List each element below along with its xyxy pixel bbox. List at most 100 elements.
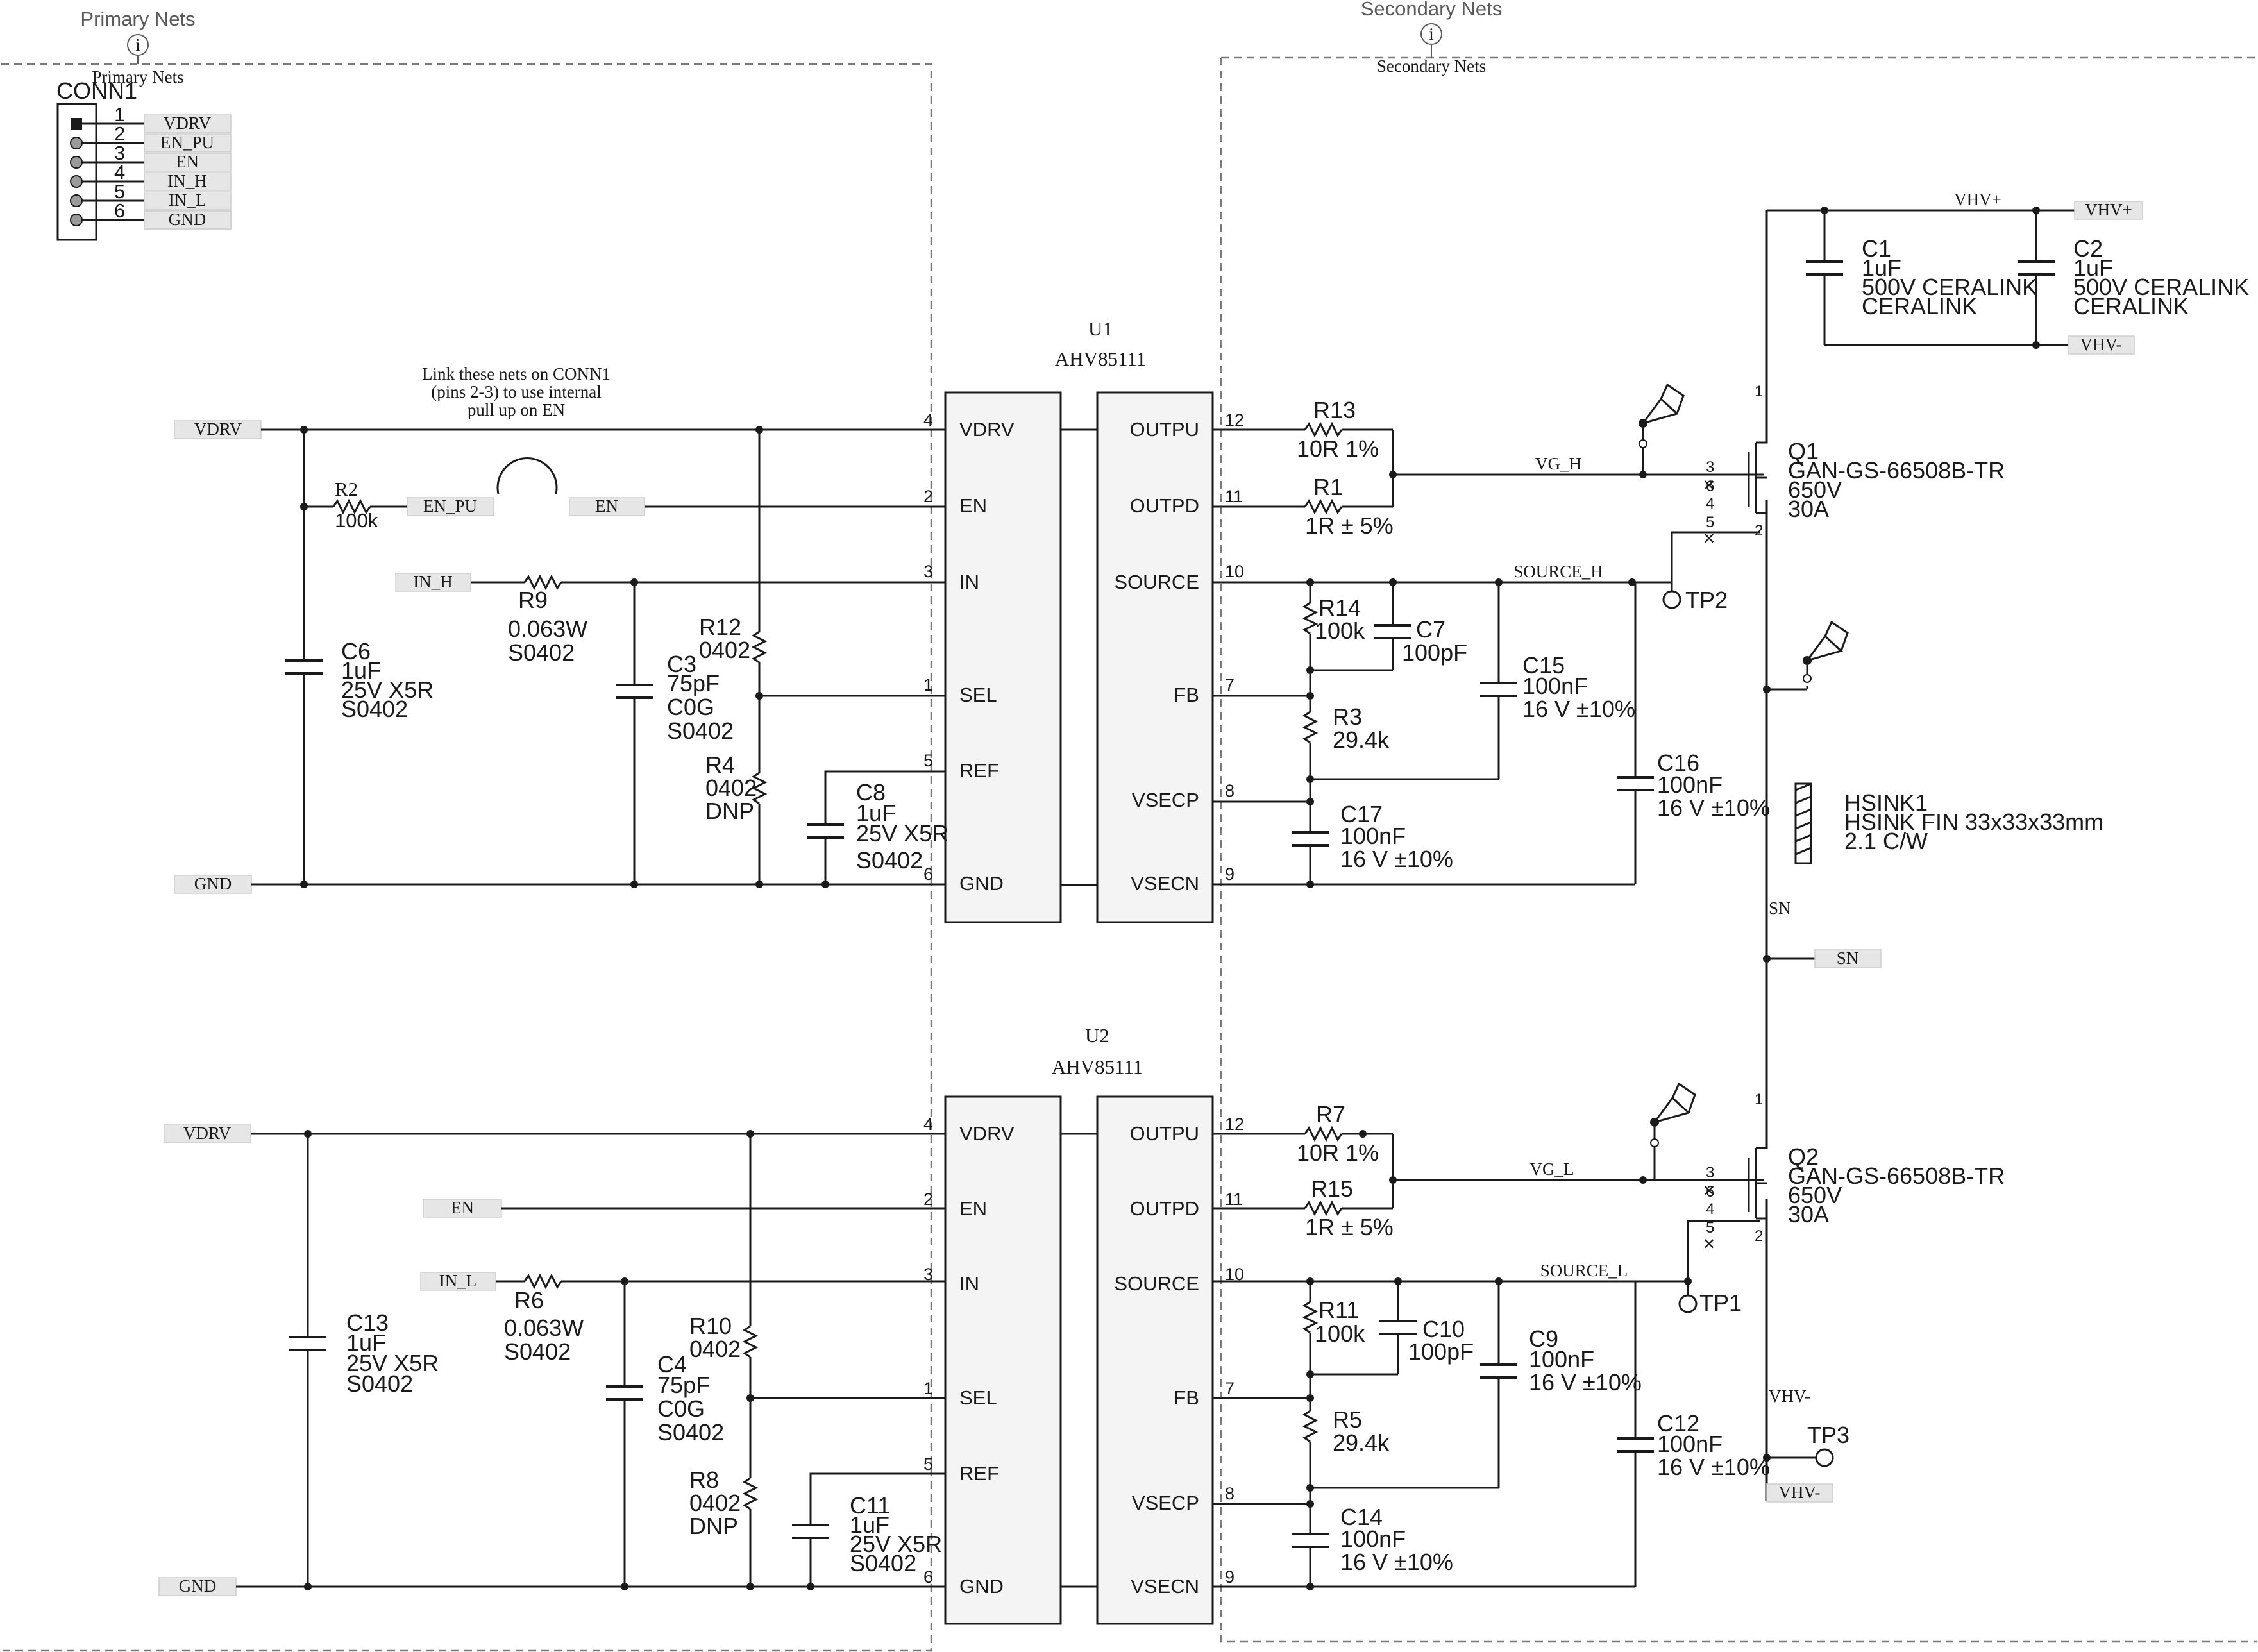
c1-rating: 500V CERALINK <box>1862 274 2037 300</box>
netlabel-vhv-minus: VHV- <box>2080 335 2121 354</box>
c17-rating: 16 V ±10% <box>1340 846 1453 872</box>
r10-ref: R10 <box>689 1313 732 1339</box>
netlabel-vhv-minus: VHV- <box>1778 1483 1820 1502</box>
q2-pin-gate: 3 <box>1706 1164 1714 1181</box>
c9-rating: 16 V ±10% <box>1529 1369 1642 1395</box>
u2-pin-num: 1 <box>923 1379 933 1398</box>
r4-dnp: DNP <box>705 798 754 824</box>
primary-nets-title: Primary Nets <box>80 8 195 30</box>
u1-pin-name: OUTPD <box>1130 494 1200 517</box>
u1-part: AHV85111 <box>1055 348 1146 370</box>
net-sn: SN <box>1769 898 1791 918</box>
u1-pin-num: 7 <box>1225 675 1234 695</box>
u2-pin-name: VSECP <box>1132 1492 1199 1514</box>
r10-package: 0402 <box>689 1336 741 1362</box>
net-source-h: SOURCE_H <box>1513 562 1603 581</box>
q1-nc-mark: ✕ <box>1703 477 1715 494</box>
u1-pin-num: 8 <box>1225 781 1234 800</box>
r13-ref: R13 <box>1313 397 1356 423</box>
c12-rating: 16 V ±10% <box>1657 1454 1770 1480</box>
conn1-net-label: IN_H <box>167 171 207 190</box>
conn1-connector: CONN1 1 2 3 4 5 6 VDRV EN_PU EN IN_H IN_… <box>56 78 232 241</box>
c9-value: 100nF <box>1529 1346 1594 1372</box>
r15-ref: R15 <box>1311 1176 1353 1202</box>
u2-pin-name: SOURCE <box>1114 1272 1199 1295</box>
u1-primary-wiring: VDRV EN_PU EN IN_H GND <box>174 419 945 894</box>
q2-voltage: 650V <box>1788 1182 1842 1208</box>
c7-value: 100pF <box>1402 639 1467 666</box>
u1-secondary-wiring: VG_H SOURCE_H <box>1213 421 1764 888</box>
netlabel-en-pu: EN_PU <box>423 496 477 516</box>
u2-secondary-labels: R7 10R 1% R15 1R ± 5% R11 100k C10 100pF… <box>1297 1101 1770 1575</box>
u2-pin-name: OUTPU <box>1130 1122 1200 1145</box>
conn1-net-label: GND <box>169 210 206 229</box>
c4-value: 75pF <box>657 1372 710 1398</box>
secondary-nets-frame: Secondary Nets i Secondary Nets <box>1220 0 2257 1643</box>
net-vhv-minus: VHV- <box>1769 1386 1810 1406</box>
power-stage: VHV+ VHV+ VHV- SN SN VHV- VHV- <box>1639 190 2143 1503</box>
r14-ref: R14 <box>1319 594 1361 621</box>
c15-rating: 16 V ±10% <box>1522 696 1635 722</box>
q2-pin-drain: 1 <box>1755 1091 1763 1108</box>
c16-value: 100nF <box>1657 771 1723 798</box>
c6-package: S0402 <box>341 696 408 722</box>
u1-pin-num: 9 <box>1225 864 1234 884</box>
c12-value: 100nF <box>1657 1431 1723 1457</box>
u1-ref: U1 <box>1088 317 1113 340</box>
c4-dielectric: C0G <box>657 1395 705 1422</box>
c2-rating: 500V CERALINK <box>2073 274 2249 300</box>
netlabel-vhv-plus: VHV+ <box>2085 200 2132 219</box>
r5-ref: R5 <box>1333 1406 1362 1433</box>
c14-value: 100nF <box>1340 1526 1406 1552</box>
r6-value: 0.063W <box>504 1315 584 1341</box>
note-line: Link these nets on CONN1 <box>422 364 611 384</box>
c11-ref: C11 <box>850 1492 890 1519</box>
u1-pin-num: 5 <box>923 751 933 770</box>
u1-pin-name: SOURCE <box>1114 571 1199 593</box>
c6-ref: C6 <box>341 638 371 664</box>
u1-pin-name: OUTPU <box>1130 418 1200 441</box>
r9-ref: R9 <box>518 587 548 613</box>
c8-rating: 25V X5R <box>856 820 948 847</box>
c16-rating: 16 V ±10% <box>1657 795 1770 821</box>
q2-current: 30A <box>1788 1201 1829 1227</box>
tp2-testpoint-icon <box>1662 590 1681 609</box>
c14-ref: C14 <box>1340 1504 1383 1530</box>
tp2-ref: TP2 <box>1685 587 1728 613</box>
c3-ref: C3 <box>667 651 696 677</box>
q1-pin-ks: 4 <box>1706 495 1714 512</box>
c13-package: S0402 <box>346 1370 413 1397</box>
r14-value: 100k <box>1315 618 1365 644</box>
u2-pin-name: FB <box>1174 1386 1199 1409</box>
u2-pin-num: 3 <box>923 1265 933 1284</box>
r7-value: 10R 1% <box>1297 1140 1379 1166</box>
c15-ref: C15 <box>1522 652 1565 678</box>
conn1-pin-num: 4 <box>114 161 125 183</box>
c2-ref: C2 <box>2073 235 2103 262</box>
net-source-l: SOURCE_L <box>1540 1261 1628 1280</box>
q2-ref: Q2 <box>1788 1143 1819 1170</box>
u1-pin-name: IN <box>959 571 979 593</box>
u2-pin-num: 9 <box>1225 1567 1234 1587</box>
u1-pin-num: 2 <box>923 487 933 506</box>
netlabel-vdrv: VDRV <box>194 419 242 439</box>
u1-pins: VDRV EN IN SEL REF GND 4 2 3 1 5 6 OUTPU… <box>923 410 1244 895</box>
jumper-arc <box>496 457 558 494</box>
conn1-pin-num: 3 <box>114 142 125 164</box>
c13-value: 1uF <box>346 1329 386 1356</box>
c17-ref: C17 <box>1340 801 1383 827</box>
conn1-pin-num: 1 <box>114 103 125 126</box>
c11-rating: 25V X5R <box>850 1531 942 1557</box>
c4-ref: C4 <box>657 1351 687 1378</box>
c9-ref: C9 <box>1529 1326 1558 1352</box>
heatsink-icon <box>1794 782 1812 864</box>
conn1-net-label: VDRV <box>164 114 212 133</box>
c10-ref: C10 <box>1422 1316 1465 1342</box>
u2-pin-num: 5 <box>923 1454 933 1474</box>
r12-package: 0402 <box>699 637 750 663</box>
r3-value: 29.4k <box>1333 727 1390 753</box>
r5-value: 29.4k <box>1333 1429 1390 1456</box>
tp1-testpoint-icon <box>1678 1294 1698 1313</box>
q1-part: GAN-GS-66508B-TR <box>1788 457 2005 484</box>
c11-package: S0402 <box>850 1550 916 1576</box>
